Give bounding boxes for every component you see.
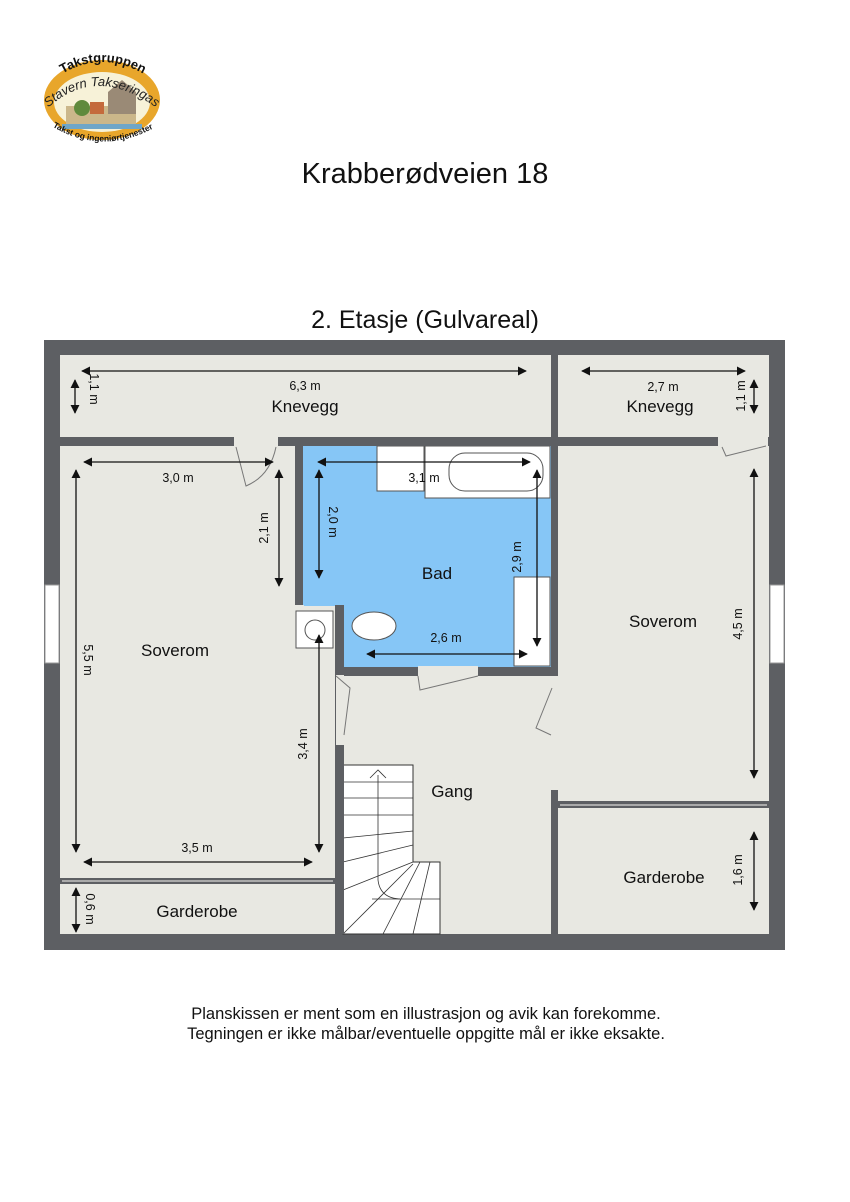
garderobe-left-floor [60, 884, 335, 934]
dim-knevegg-left-width: 6,3 m [289, 379, 320, 393]
room-label-knevegg-left: Knevegg [271, 397, 338, 416]
dim-knevegg-right-depth: 1,1 m [734, 380, 748, 411]
toilet [351, 611, 397, 641]
dim-bad-left: 2,0 m [326, 506, 340, 537]
dim-soverom-left-notch-top: 2,1 m [257, 512, 271, 543]
disclaimer-line-1: Planskissen er ment som en illustrasjon … [191, 1005, 661, 1023]
floor-subtitle: 2. Etasje (Gulvareal) [311, 306, 539, 334]
company-logo: Takstgruppen Stavern Takseringas Takst o… [36, 44, 168, 156]
logo-icon: Takstgruppen Stavern Takseringas Takst o… [41, 50, 164, 144]
vanity [513, 576, 551, 667]
door-swing [535, 687, 553, 736]
disclaimer: Planskissen er ment som en illustrasjon … [44, 1004, 808, 1044]
dim-soverom-left-bottom: 3,5 m [181, 841, 212, 855]
room-label-gang: Gang [431, 782, 473, 801]
window-left [44, 584, 60, 664]
bathroom-floor [303, 446, 551, 667]
dim-soverom-left-height: 5,5 m [81, 644, 95, 675]
dim-soverom-right-height: 4,5 m [731, 608, 745, 639]
room-label-bad: Bad [422, 564, 452, 583]
dim-soverom-left-notch-bottom: 3,4 m [296, 728, 310, 759]
soverom-left-floor [60, 446, 335, 878]
cabinet [376, 445, 425, 492]
knevegg-left-floor [60, 355, 551, 437]
door-swing [335, 675, 351, 736]
page-title: Krabberødveien 18 [301, 158, 549, 190]
dim-knevegg-left-depth: 1,1 m [87, 373, 101, 404]
dim-bad-top: 3,1 m [408, 471, 439, 485]
room-label-garderobe-left: Garderobe [156, 902, 237, 921]
room-label-soverom-right: Soverom [629, 612, 697, 631]
window-right [769, 584, 785, 664]
soverom-right-floor [558, 446, 769, 801]
dim-garderobe-left-depth: 0,6 m [83, 893, 97, 924]
dim-bad-bottom: 2,6 m [430, 631, 461, 645]
garderobe-right-floor [558, 808, 769, 934]
room-label-garderobe-right: Garderobe [623, 868, 704, 887]
door-swing [417, 675, 479, 691]
door-swing [721, 445, 767, 457]
dim-garderobe-right-depth: 1,6 m [731, 854, 745, 885]
dim-bad-right: 2,9 m [510, 541, 524, 572]
staircase [342, 764, 441, 935]
dim-soverom-left-top: 3,0 m [162, 471, 193, 485]
chimney [295, 610, 334, 649]
door-swing [235, 446, 277, 487]
room-label-knevegg-right: Knevegg [626, 397, 693, 416]
bathtub-basin [448, 452, 544, 492]
room-label-soverom-left: Soverom [141, 641, 209, 660]
dim-knevegg-right-width: 2,7 m [647, 380, 678, 394]
disclaimer-line-2: Tegningen er ikke målbar/eventuelle oppg… [187, 1025, 665, 1043]
